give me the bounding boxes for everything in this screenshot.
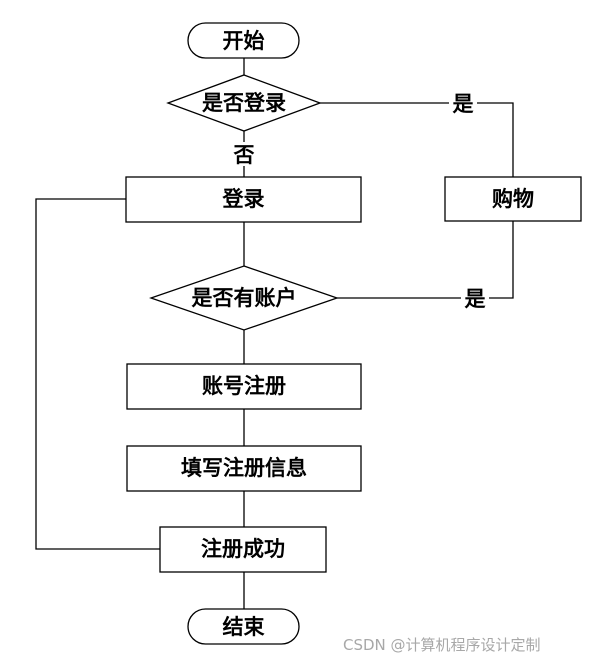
- node-login: 登录: [125, 176, 362, 223]
- node-decision-logged-in-label: 是否登录: [202, 90, 286, 115]
- node-decision-has-account-label: 是否有账户: [192, 285, 297, 310]
- edge-decision-yes-to-shopping: [320, 102, 514, 177]
- node-decision-has-account: 是否有账户: [149, 265, 339, 331]
- svg-text:否: 否: [234, 142, 255, 167]
- node-shopping-label: 购物: [492, 186, 534, 211]
- node-shopping: 购物: [444, 176, 582, 222]
- node-decision-logged-in: 是否登录: [166, 74, 322, 132]
- node-register-account: 账号注册: [126, 363, 362, 410]
- node-start-label: 开始: [223, 28, 265, 53]
- connectors: [35, 58, 514, 609]
- node-register-success: 注册成功: [159, 526, 327, 573]
- node-end: 结束: [187, 608, 300, 645]
- edge-label-has-account-yes: 是: [461, 286, 489, 311]
- node-register-success-label: 注册成功: [201, 536, 285, 561]
- node-register-account-label: 账号注册: [202, 373, 286, 398]
- node-fill-info: 填写注册信息: [126, 445, 362, 492]
- node-fill-info-label: 填写注册信息: [181, 455, 307, 480]
- edge-label-logged-in-yes: 是: [449, 91, 477, 116]
- watermark: CSDN @计算机程序设计定制: [343, 636, 541, 654]
- node-start: 开始: [187, 22, 300, 59]
- node-login-label: 登录: [222, 186, 265, 211]
- edge-success-loop-to-login: [35, 198, 160, 550]
- svg-text:是: 是: [453, 91, 474, 116]
- edge-label-logged-in-no: 否: [230, 142, 258, 167]
- node-end-label: 结束: [223, 614, 266, 639]
- edge-account-yes-to-shopping: [337, 221, 514, 299]
- svg-text:是: 是: [465, 286, 486, 311]
